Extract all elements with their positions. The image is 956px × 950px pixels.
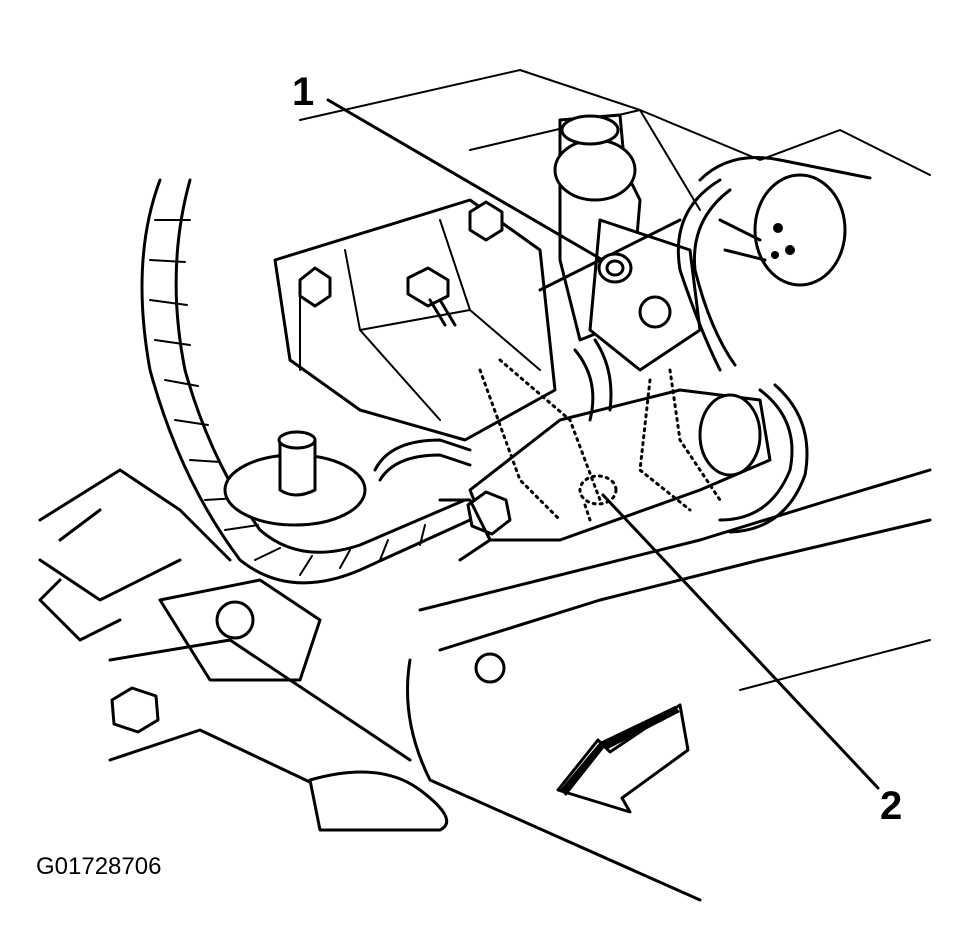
callout-label-2: 2 [880, 784, 903, 828]
left-harness [140, 178, 472, 585]
front-direction-arrow [556, 703, 690, 814]
fastener-item-2 [578, 474, 618, 522]
leader-line-2 [601, 493, 880, 790]
leader-lines [326, 98, 880, 790]
hose-assembly [468, 338, 772, 542]
body-panel [299, 69, 932, 902]
lower-rack [38, 468, 449, 832]
sensor-body [538, 113, 702, 372]
harness-nut [438, 490, 512, 562]
leader-line-1 [326, 98, 608, 264]
nut-item-1 [597, 252, 633, 284]
mounting-stud [223, 430, 367, 527]
mounting-bracket [273, 198, 557, 442]
callout-label-1: 1 [292, 70, 315, 114]
electrical-connector [698, 156, 872, 287]
right-harness [676, 178, 809, 534]
figure-id: G01728706 [36, 853, 162, 880]
bracket-bolt [298, 200, 504, 327]
